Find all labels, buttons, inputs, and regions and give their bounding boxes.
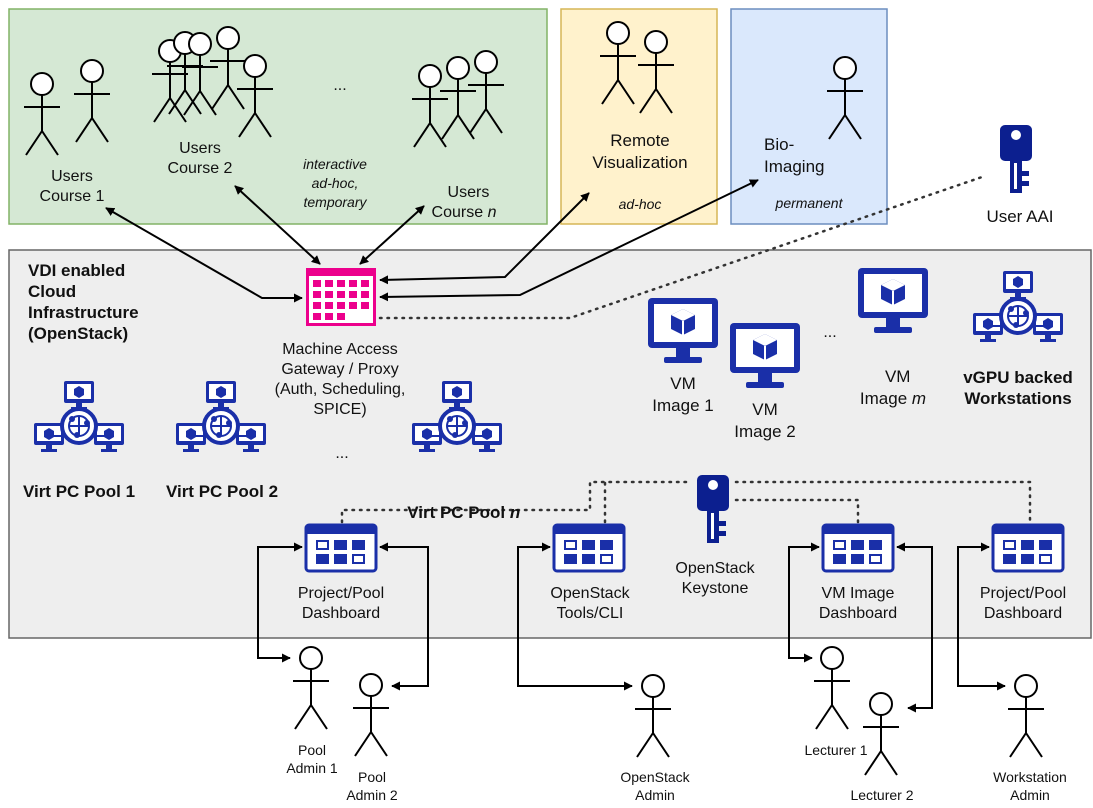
edge-course2-gateway	[234, 185, 321, 265]
users-course1-label: Users Course 1	[39, 168, 105, 205]
openstack-admin-label: OpenStack Admin	[620, 769, 690, 803]
lecturer2-figure	[862, 692, 900, 776]
edge-pooladmin2-dash1	[379, 542, 429, 691]
vm-imagem-prefix: Image	[859, 389, 912, 408]
pool-admin2-figure	[352, 673, 390, 757]
connectors	[105, 179, 1006, 713]
gateway-label: Machine Access Gateway / Proxy (Auth, Sc…	[274, 341, 406, 418]
edge-osadmin-tools	[517, 542, 633, 691]
remote-visualization-label: Remote Visualization	[592, 131, 688, 172]
workstation-admin-label: Workstation Admin	[993, 769, 1067, 803]
project-pool-dashboard2-icon	[991, 523, 1065, 573]
bio-permanent-label: permanent	[775, 195, 843, 211]
gateway-icon	[306, 268, 376, 326]
edge-lecturer2-vmdash	[896, 542, 933, 713]
lecturer2-label: Lecturer 2	[850, 787, 914, 803]
dash-project1-label: Project/Pool Dashboard	[297, 585, 385, 622]
dotted-aai-gateway	[378, 174, 987, 320]
openstack-tools-icon	[552, 523, 626, 573]
dotted-keystone-vmdash	[734, 498, 860, 524]
edge-bio-gateway	[379, 179, 759, 302]
virt-pool-n-n: n	[509, 503, 521, 522]
edge-lecturer1-vmdash	[788, 542, 820, 663]
auth-dotted-lines	[340, 174, 1032, 524]
vgpu-label: vGPU backed Workstations	[963, 368, 1073, 408]
lecturer1-figure	[813, 646, 851, 730]
user-aai-key-icon	[1000, 125, 1032, 193]
virt-pool-1-label: Virt PC Pool 1	[22, 482, 136, 501]
dotted-keystone-left	[340, 480, 692, 524]
vm-imagem-m: m	[911, 389, 927, 408]
users-course2-label: Users Course 2	[167, 140, 233, 177]
vm-image-dashboard-icon	[821, 523, 895, 573]
vm-ellipsis: ...	[823, 324, 837, 341]
vm-image1-label: VM Image 1	[652, 374, 714, 415]
vm-imagem-label: VM Image m	[843, 344, 943, 410]
keystone-label: OpenStack Keystone	[675, 560, 755, 597]
vm-image2-label: VM Image 2	[734, 400, 796, 441]
vm-imagem-line1: VM	[884, 367, 911, 386]
users-coursen-line2: Course	[431, 204, 488, 221]
remote-adhoc-label: ad-hoc	[618, 196, 662, 212]
lecturer1-label: Lecturer 1	[804, 742, 868, 758]
pool-admin1-figure	[292, 646, 330, 730]
bio-imaging-label: Bio- Imaging	[764, 135, 825, 176]
virt-pool-n-label: Virt PC Pool n	[384, 481, 534, 523]
project-pool-dashboard1-icon	[304, 523, 378, 573]
workstation-admin-figure	[1007, 674, 1045, 758]
users-ellipsis: ...	[333, 77, 347, 94]
pool-admin2-label: Pool Admin 2	[346, 769, 398, 803]
dash-vmimage-label: VM Image Dashboard	[818, 585, 898, 622]
bio-imaging-group	[730, 8, 888, 225]
edge-course1-gateway	[105, 207, 303, 303]
dash-tools-label: OpenStack Tools/CLI	[550, 585, 630, 622]
pool-ellipsis: ...	[335, 445, 349, 462]
users-coursen-n: n	[487, 204, 497, 221]
users-coursen-line1: Users	[447, 184, 490, 201]
pool-admin1-label: Pool Admin 1	[286, 742, 338, 776]
cloud-title: VDI enabled Cloud Infrastructure (OpenSt…	[28, 261, 139, 343]
virt-pool-n-prefix: Virt PC Pool	[407, 503, 510, 522]
interactive-adhoc-label: interactive ad-hoc, temporary	[303, 156, 367, 210]
openstack-admin-figure	[634, 674, 672, 758]
virt-pool-2-label: Virt PC Pool 2	[165, 482, 279, 501]
dash-project2-label: Project/Pool Dashboard	[979, 585, 1067, 622]
edge-wsadmin-dash2	[957, 542, 1006, 691]
user-aai-label: User AAI	[986, 207, 1054, 226]
dotted-keystone-right	[734, 480, 1032, 524]
edge-pooladmin1-dash1	[257, 542, 303, 663]
remote-visualization-group	[560, 8, 718, 225]
